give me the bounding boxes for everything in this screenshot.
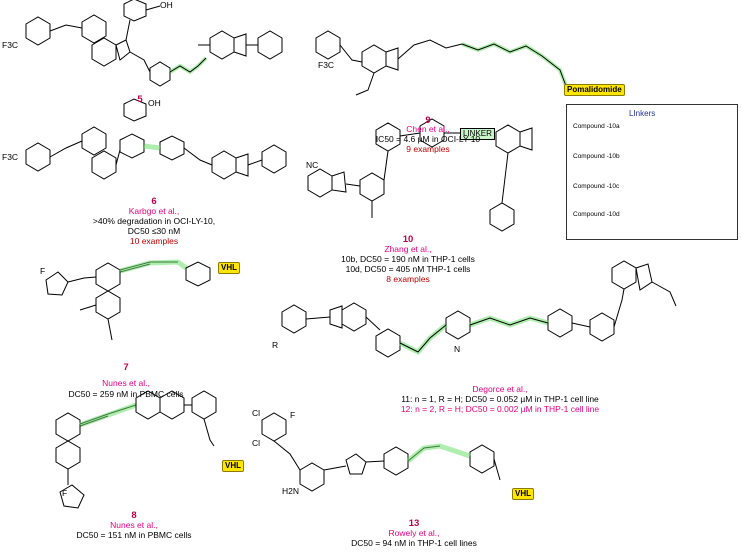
atom-oh-5: OH	[160, 0, 173, 10]
caption-9-line1: IC50 = 4.6 µM in OCI-LY-10	[375, 134, 481, 144]
compound-number-5: 5	[137, 94, 143, 105]
structure-5	[25, 0, 283, 87]
linker-row-10a: Compound -10a	[573, 123, 620, 130]
linkers-title: LInkers	[629, 109, 656, 118]
caption-11-author: Degorce et al.,	[472, 384, 528, 394]
caption-10-author: Zhang et al.,	[384, 244, 432, 254]
caption-6-line2: DC50 ≤30 nM	[127, 226, 181, 236]
atom-n-subscript: N	[454, 344, 461, 354]
compound-number-6: 6	[151, 196, 157, 207]
caption-6-author: Karbgo et al.,	[128, 206, 180, 216]
compound-number-9: 9	[425, 115, 431, 126]
tag-vhl-7: VHL	[218, 262, 240, 274]
caption-9-line2: 9 examples	[406, 144, 450, 154]
caption-9-author: Chen et al.,	[406, 124, 450, 134]
linkers-box: LInkers Compound -10a Compound -10b Comp…	[566, 104, 738, 240]
compound-number-13: 13	[408, 518, 420, 529]
caption-13-author: Rowely et al.,	[388, 528, 440, 538]
tag-vhl-13: VHL	[512, 488, 534, 500]
tag-linker: LINKER	[460, 128, 495, 140]
atom-r-11: R	[272, 340, 279, 350]
atom-h2n-13: H2N	[282, 486, 300, 496]
tag-vhl-8: VHL	[222, 460, 244, 472]
compound-number-8: 8	[131, 510, 137, 521]
caption-8-author: Nunes et al.,	[110, 520, 158, 530]
atom-cl-13b: Cl	[252, 438, 261, 448]
structure-7	[45, 261, 178, 341]
caption-6-line3: 10 examples	[129, 236, 179, 246]
structure-6	[25, 98, 287, 180]
atom-f3c-6: F3C	[2, 152, 19, 162]
structure-11-12	[281, 260, 677, 358]
caption-7-author: Nunes et al.,	[102, 378, 150, 388]
atom-f-8: F	[62, 488, 68, 498]
caption-8-line1: DC50 = 151 nM in PBMC cells	[76, 530, 192, 540]
compound-number-10: 10	[402, 234, 414, 245]
caption-10-line1: 10b, DC50 = 190 nM in THP-1 cells	[341, 254, 475, 264]
atom-oh-6: OH	[148, 98, 161, 108]
structure-9	[315, 30, 463, 96]
atom-f-7: F	[40, 266, 46, 276]
linker-row-10d: Compound -10d	[573, 211, 620, 218]
caption-11-line1: 11: n = 1, R = H; DC50 = 0.052 µM in THP…	[401, 394, 599, 404]
caption-10-line3: 8 examples	[386, 274, 430, 284]
atom-f-13: F	[290, 410, 296, 420]
atom-f3c-5: F3C	[2, 40, 19, 50]
caption-12-line2: 12: n = 2, R = H; DC50 = 0.002 µM in THP…	[400, 404, 600, 414]
structure-13	[261, 412, 501, 492]
atom-cl-13a: Cl	[252, 408, 261, 418]
caption-10-line2: 10d, DC50 = 405 nM THP-1 cells	[345, 264, 471, 274]
atom-f3c-9: F3C	[318, 60, 335, 70]
compound-number-7: 7	[123, 362, 129, 373]
atom-nc-10: NC	[306, 160, 319, 170]
caption-6-line1: >40% degradation in OCI-LY-10,	[92, 216, 216, 226]
tag-pomalidomide: Pomalidomide	[564, 84, 625, 96]
caption-7-line1: DC50 = 259 nM in PBMC cells	[68, 389, 184, 399]
linker-row-10c: Compound -10c	[573, 183, 620, 190]
structure-10	[307, 118, 533, 232]
caption-13-line1: DC50 = 94 nM in THP-1 cell lines	[351, 538, 477, 548]
linker-row-10b: Compound -10b	[573, 153, 620, 160]
